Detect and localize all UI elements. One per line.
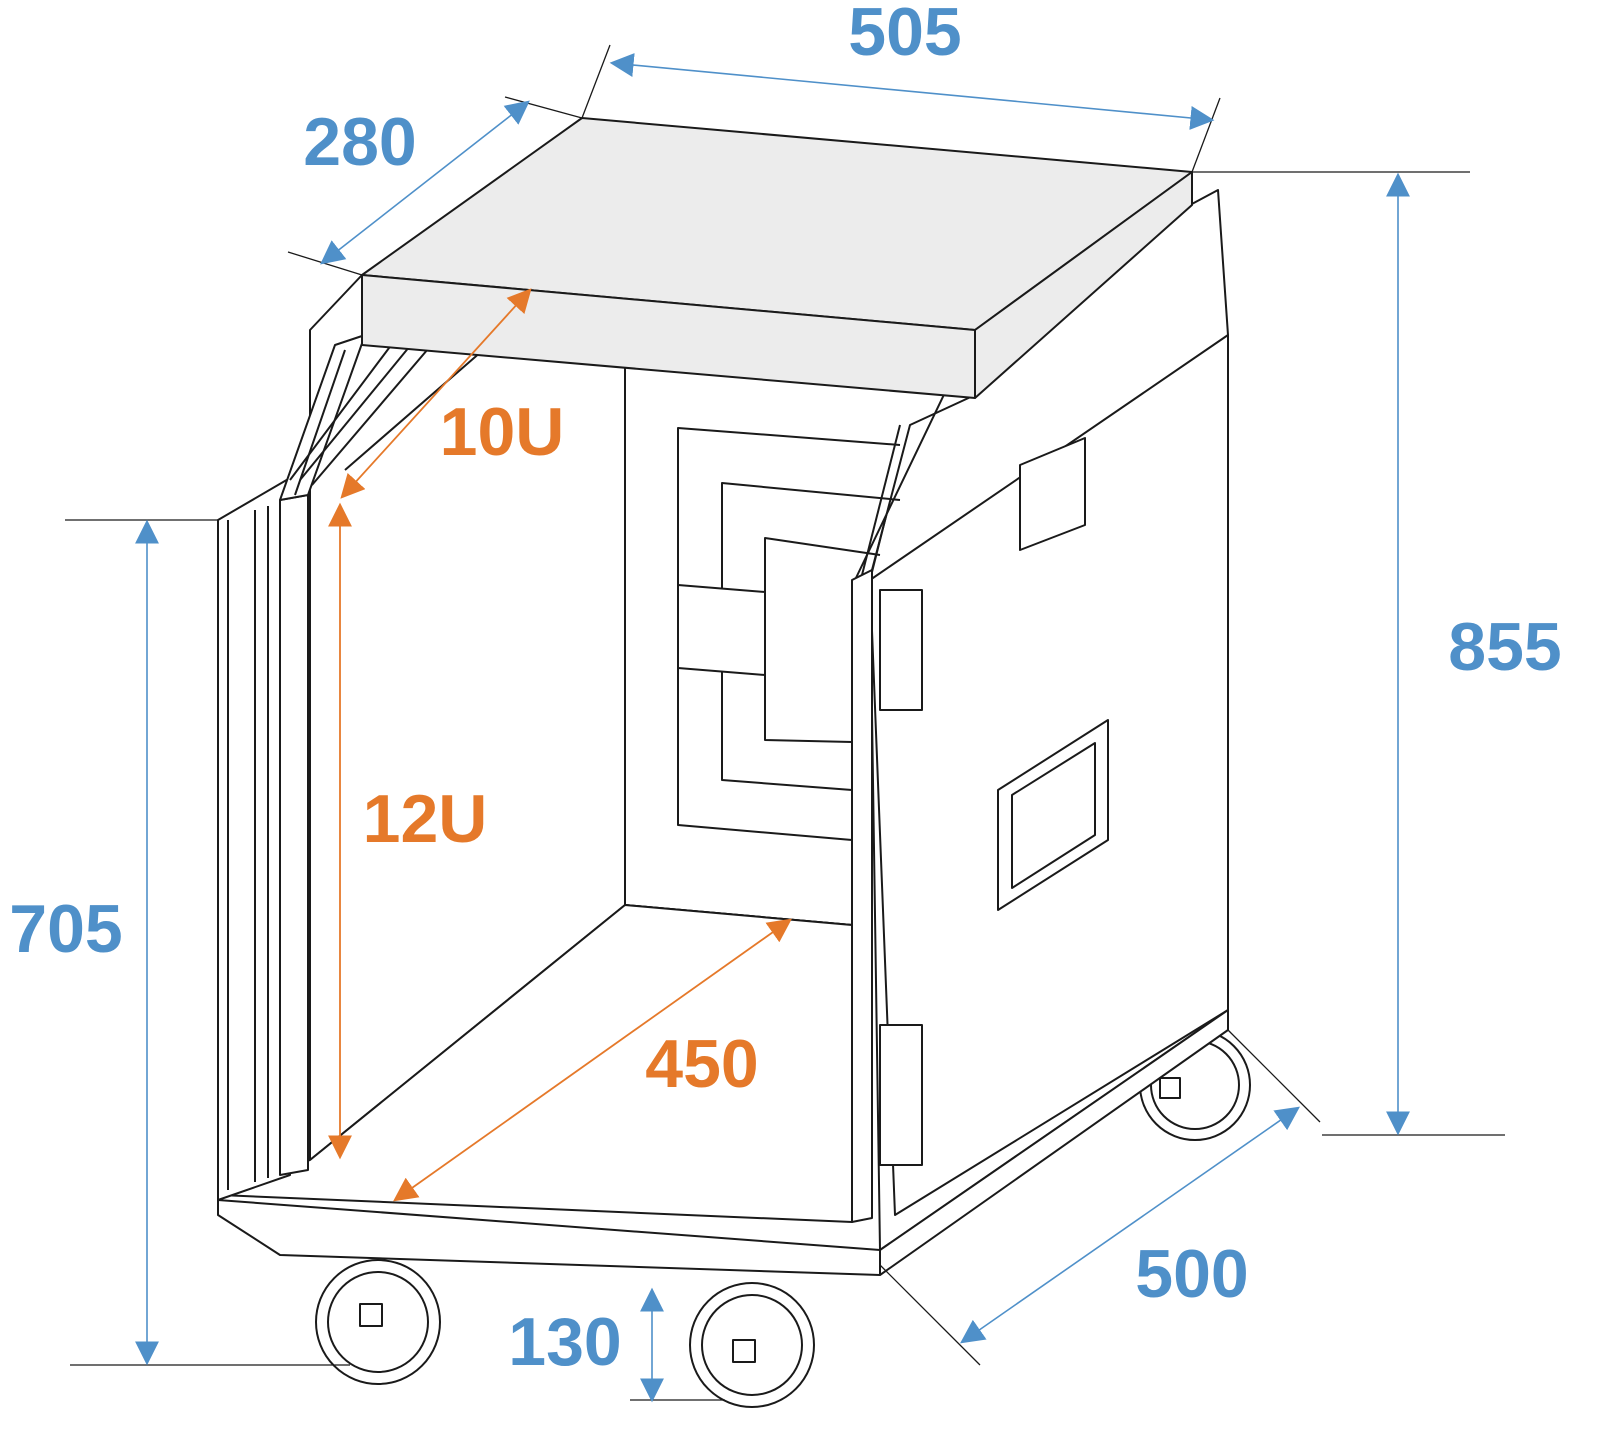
width-dimension-arrow [609,53,1215,130]
mounting-depth-arrow [393,918,792,1202]
top-rack-units-label: 10U [440,394,565,470]
top-rack-units-arrow [340,288,532,499]
depth-dimension-arrow [960,1106,1300,1344]
mounting-depth-label: 450 [645,1026,758,1102]
latch-top-left [879,589,923,711]
body-height-label: 705 [9,891,122,967]
latch-top-right [1019,437,1086,551]
caster-height-label: 130 [508,1304,621,1380]
lid-depth-dimension-arrow [320,100,530,265]
width-label: 505 [848,0,961,70]
inner-dimensions: 10U 12U 450 [328,288,792,1202]
lid-depth-label: 280 [303,104,416,180]
latch-bottom-left [879,1024,923,1166]
case-lid [361,117,1193,399]
depth-label: 500 [1135,1236,1248,1312]
total-height-label: 855 [1448,609,1561,685]
front-rack-units-label: 12U [363,781,488,857]
outer-dimensions: 505 280 855 705 500 130 [9,0,1562,1403]
